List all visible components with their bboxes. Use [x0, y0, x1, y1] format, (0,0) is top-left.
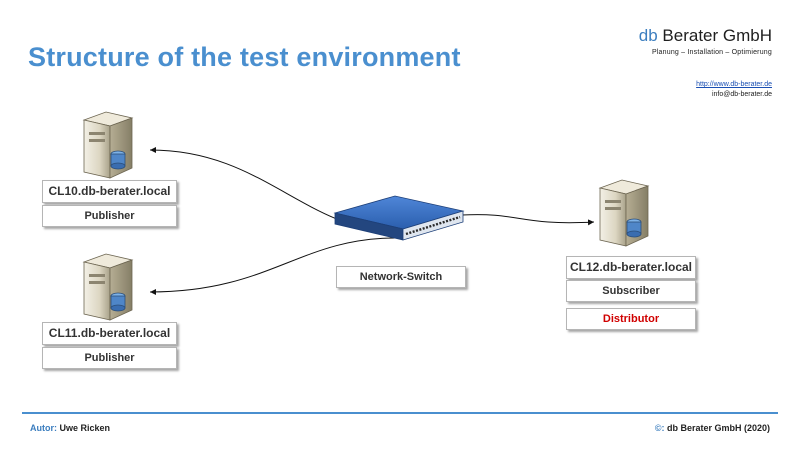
- server-icon: [598, 179, 650, 247]
- footer-copyright: ©: db Berater GmbH (2020): [654, 423, 770, 433]
- server-cl11-role-label: Publisher: [42, 347, 177, 369]
- server-cl10-role-label: Publisher: [42, 205, 177, 227]
- company-logo: db Berater GmbH: [638, 26, 772, 45]
- website-link[interactable]: http://www.db-berater.de: [696, 81, 772, 88]
- server-icon: [82, 111, 134, 179]
- link-switch-to-cl12: [461, 214, 595, 226]
- server-cl10-host-label: CL10.db-berater.local: [42, 180, 177, 203]
- server-icon: [82, 253, 134, 321]
- link-switch-to-cl11: [149, 237, 396, 295]
- contact-block: http://www.db-berater.de info@db-berater…: [696, 80, 772, 100]
- footer-author: Autor: Uwe Ricken: [30, 423, 111, 433]
- server-cl12-distributor-label: Distributor: [566, 308, 696, 330]
- company-tagline: Planung – Installation – Optimierung: [651, 49, 772, 56]
- company-brand: db Berater GmbH Planung – Installation –…: [639, 26, 772, 56]
- network-switch-icon: [333, 195, 465, 241]
- server-cl11-host-label: CL11.db-berater.local: [42, 322, 177, 345]
- footer-divider: [22, 412, 778, 414]
- network-switch-label: Network-Switch: [336, 266, 466, 288]
- server-cl12-host-label: CL12.db-berater.local: [566, 256, 696, 279]
- contact-email: info@db-berater.de: [711, 91, 772, 98]
- server-cl12-role-label: Subscriber: [566, 280, 696, 302]
- page-title: Structure of the test environment: [28, 42, 461, 72]
